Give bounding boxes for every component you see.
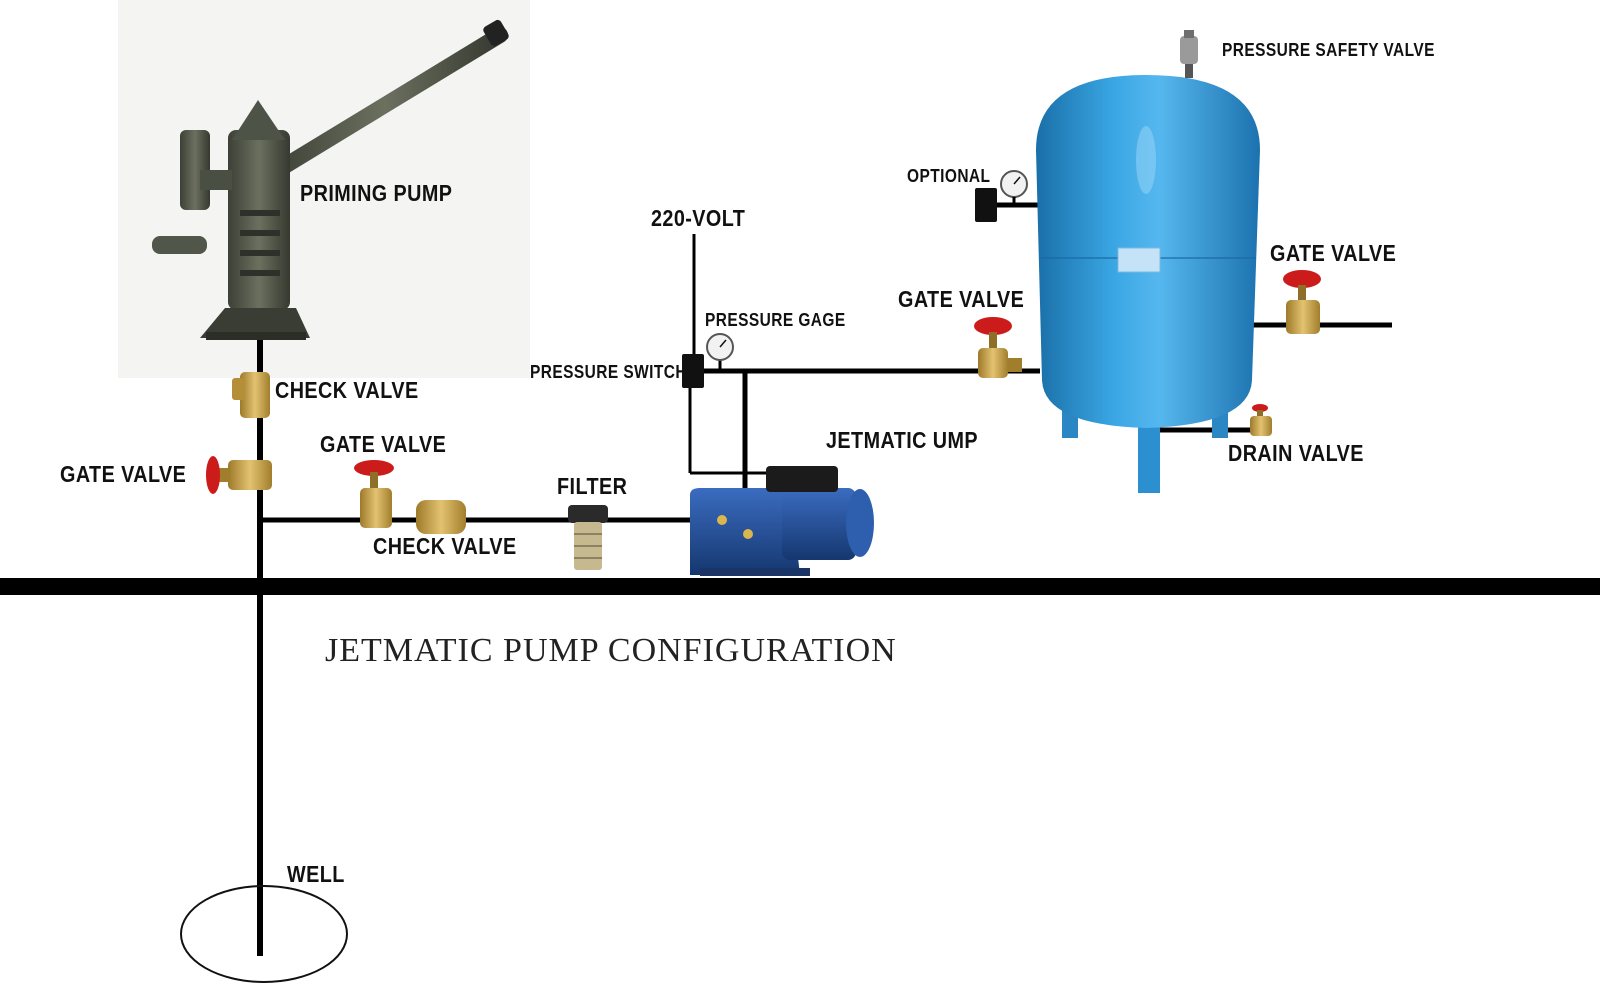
- well-icon: [180, 885, 348, 983]
- pressure-gage-icon: [706, 333, 734, 371]
- pressure-safety-valve-icon: [1180, 30, 1198, 78]
- gate-valve-tank-inlet-icon: [974, 317, 1022, 378]
- label-jetmatic-pump: JETMATIC UMP: [826, 427, 979, 453]
- diagram-title: JETMATIC PUMP CONFIGURATION: [325, 632, 897, 669]
- label-pressure-safety-valve: PRESSURE SAFETY VALVE: [1222, 40, 1435, 60]
- optional-gauge-icon: [975, 170, 1028, 222]
- gate-valve-outlet-icon: [1283, 270, 1321, 334]
- label-gate-valve-left: GATE VALVE: [60, 461, 187, 487]
- label-gate-valve-mid: GATE VALVE: [320, 431, 447, 457]
- label-priming-pump: PRIMING PUMP: [300, 180, 453, 206]
- ground-line: [0, 578, 1600, 595]
- label-filter: FILTER: [557, 473, 628, 499]
- label-drain-valve: DRAIN VALVE: [1228, 440, 1364, 466]
- label-220-volt: 220-VOLT: [651, 205, 746, 231]
- drain-valve-icon: [1250, 404, 1272, 436]
- label-pressure-switch: PRESSURE SWITCH: [530, 362, 687, 382]
- label-gate-valve-tank-inlet: GATE VALVE: [898, 286, 1025, 312]
- label-pressure-gage: PRESSURE GAGE: [705, 310, 846, 330]
- label-optional: OPTIONAL: [907, 166, 991, 186]
- gate-valve-left-icon: [206, 456, 272, 494]
- pressure-tank-icon: [1036, 75, 1260, 493]
- gate-valve-mid-icon: [354, 460, 394, 528]
- label-check-valve-mid: CHECK VALVE: [373, 533, 517, 559]
- label-check-valve-top: CHECK VALVE: [275, 377, 419, 403]
- check-valve-mid-icon: [416, 500, 466, 534]
- filter-icon: [568, 505, 608, 570]
- priming-pump-icon: [152, 19, 509, 340]
- label-gate-valve-outlet: GATE VALVE: [1270, 240, 1397, 266]
- label-well: WELL: [287, 861, 345, 887]
- check-valve-top-icon: [232, 372, 270, 418]
- pressure-switch-icon: [682, 354, 704, 388]
- jetmatic-pump-icon: [690, 466, 874, 576]
